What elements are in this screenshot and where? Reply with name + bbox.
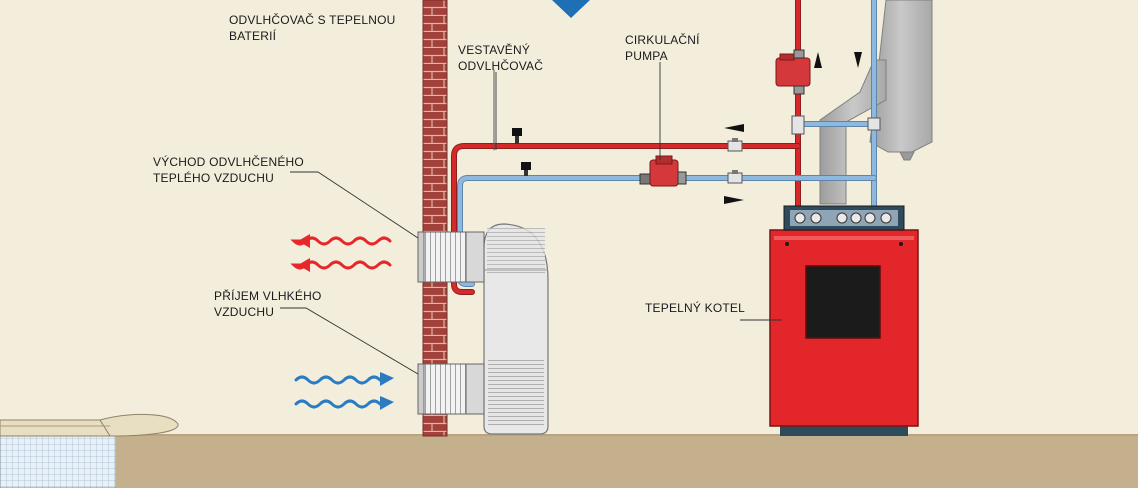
floor xyxy=(0,434,1138,488)
top-marker-icon xyxy=(552,0,590,18)
flow-arrows xyxy=(552,0,862,204)
arrow-right-icon xyxy=(724,196,744,204)
intake-duct xyxy=(417,363,485,415)
leader-lines xyxy=(280,62,782,375)
label-built-in-line2: ODVLHČOVAČ xyxy=(458,58,543,73)
label-title-line2: BATERIÍ xyxy=(229,28,277,43)
boiler-window xyxy=(805,265,881,339)
built-in-dehumidifier xyxy=(483,223,549,435)
pool-edge xyxy=(0,413,179,437)
label-pump-line1: CIRKULAČNÍ xyxy=(625,32,700,47)
label-boiler: TEPELNÝ KOTEL xyxy=(645,300,745,315)
warm-air-arrows xyxy=(290,234,392,272)
boiler-pump xyxy=(775,49,811,95)
label-outlet-line2: TEPLÉHO VZDUCHU xyxy=(153,170,274,185)
circulation-pump xyxy=(639,155,687,187)
boiler xyxy=(769,205,919,436)
air-vent-cold xyxy=(521,162,531,176)
arrow-down-icon xyxy=(854,52,862,68)
label-intake-line1: PŘÍJEM VLHKÉHO xyxy=(214,288,322,303)
valve-hot xyxy=(727,138,743,152)
label-built-in-line1: VESTAVĚNÝ xyxy=(458,42,530,57)
tee-fitting xyxy=(791,115,881,135)
labels: ODVLHČOVAČ S TEPELNOU BATERIÍ VESTAVĚNÝ … xyxy=(153,12,745,319)
valve-cold xyxy=(727,170,743,184)
arrow-up-icon xyxy=(814,52,822,68)
brick-wall xyxy=(422,0,448,437)
boiler-control-panel xyxy=(783,205,905,231)
outlet-duct xyxy=(417,231,485,283)
hot-supply-pipe xyxy=(451,0,801,295)
air-vent-hot xyxy=(512,128,522,144)
label-outlet-line1: VÝCHOD ODVLHČENÉHO xyxy=(153,154,304,169)
humid-air-arrows xyxy=(294,372,394,410)
label-pump-line2: PUMPA xyxy=(625,49,668,63)
label-title-line1: ODVLHČOVAČ S TEPELNOU xyxy=(229,12,395,27)
flue-pipe xyxy=(819,0,933,205)
label-intake-line2: VZDUCHU xyxy=(214,305,274,319)
arrow-left-icon xyxy=(724,124,744,132)
